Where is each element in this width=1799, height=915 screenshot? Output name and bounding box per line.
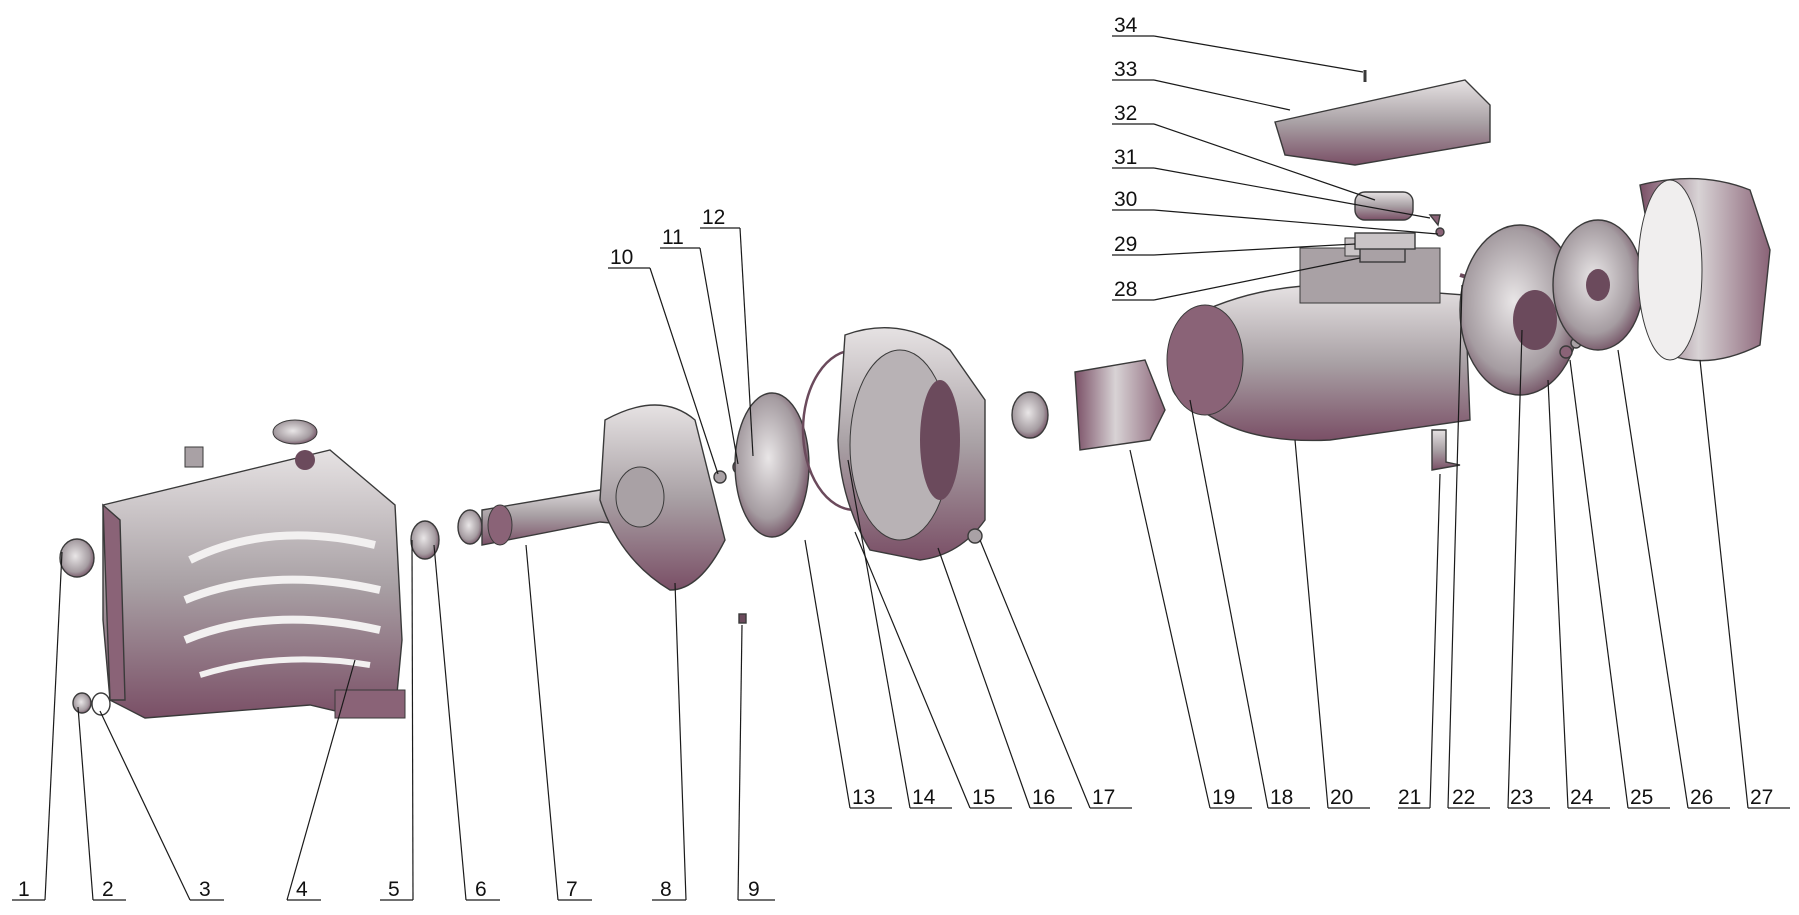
callout-26: 26 — [1617, 349, 1730, 809]
callout-31: 31 — [1112, 146, 1431, 219]
part-19-rotor — [1074, 359, 1166, 451]
part-number-label: 4 — [296, 878, 308, 901]
part-number-label: 32 — [1114, 102, 1137, 125]
part-number-label: 23 — [1510, 786, 1533, 809]
part-17-bolt — [967, 528, 983, 544]
part-number-label: 20 — [1330, 786, 1353, 809]
callout-20: 20 — [1294, 439, 1370, 809]
callout-30: 30 — [1112, 188, 1439, 235]
part-8-diffuser — [599, 404, 726, 591]
callout-4: 4 — [286, 659, 356, 901]
callout-24: 24 — [1547, 379, 1610, 809]
part-number-label: 16 — [1032, 786, 1055, 809]
part-number-label: 27 — [1750, 786, 1773, 809]
part-9-key — [738, 613, 747, 624]
part-number-label: 10 — [610, 246, 633, 269]
callout-15: 15 — [854, 531, 1012, 809]
callout-27: 27 — [1699, 359, 1790, 809]
callout-14: 14 — [847, 459, 952, 809]
part-number-label: 5 — [388, 878, 400, 901]
callout-21: 21 — [1398, 473, 1441, 809]
part-number-label: 1 — [18, 878, 30, 901]
part-3-o-ring — [91, 692, 111, 716]
part-number-label: 11 — [662, 226, 684, 249]
callout-25: 25 — [1569, 359, 1670, 809]
part-number-label: 33 — [1114, 58, 1137, 81]
callout-16: 16 — [937, 547, 1072, 809]
callout-23: 23 — [1507, 329, 1550, 809]
part-number-label: 13 — [852, 786, 875, 809]
callouts: 1 2 3 4 5 6 — [12, 14, 1790, 901]
part-32-capacitor — [1354, 191, 1414, 221]
part-number-label: 8 — [660, 878, 672, 901]
part-6-mechanical-seal — [457, 509, 483, 545]
callout-11: 11 — [660, 226, 739, 465]
callout-22: 22 — [1447, 284, 1490, 809]
part-number-label: 34 — [1114, 14, 1138, 37]
part-number-label: 14 — [912, 786, 936, 809]
callout-28: 28 — [1112, 257, 1361, 301]
part-30-screw — [1435, 227, 1445, 237]
part-number-label: 9 — [748, 878, 760, 901]
part-19-bearing — [1011, 391, 1049, 439]
part-number-label: 24 — [1570, 786, 1594, 809]
callout-3: 3 — [99, 710, 224, 901]
callout-9: 9 — [737, 624, 775, 901]
part-16-bracket — [837, 327, 986, 561]
callout-13: 13 — [804, 539, 892, 809]
part-20-motor-housing — [1166, 237, 1471, 442]
callout-17: 17 — [979, 539, 1132, 809]
part-27-fan-cover — [1637, 177, 1771, 362]
callout-18: 18 — [1189, 399, 1310, 809]
part-4-pump-body — [102, 419, 406, 719]
part-2-drain-plug — [72, 692, 92, 714]
part-number-label: 26 — [1690, 786, 1713, 809]
part-21-foot-bolt — [1431, 429, 1461, 471]
callout-29: 29 — [1112, 233, 1356, 256]
parts-group — [59, 70, 1771, 719]
callout-1: 1 — [12, 551, 63, 901]
part-7-venturi-tube — [481, 484, 633, 546]
callout-33: 33 — [1112, 58, 1291, 111]
part-number-label: 3 — [199, 878, 211, 901]
part-29-terminal-box-base — [1354, 232, 1416, 250]
callout-19: 19 — [1129, 449, 1252, 809]
part-number-label: 6 — [475, 878, 487, 901]
part-number-label: 28 — [1114, 278, 1137, 301]
part-number-label: 21 — [1398, 786, 1421, 809]
callout-6: 6 — [433, 544, 500, 901]
callout-12: 12 — [700, 206, 754, 457]
part-13-impeller — [734, 392, 810, 538]
part-28-terminal-board — [1359, 247, 1406, 263]
part-number-label: 17 — [1092, 786, 1115, 809]
part-10-nut — [713, 470, 727, 484]
part-number-label: 30 — [1114, 188, 1137, 211]
callout-32: 32 — [1112, 102, 1376, 201]
callout-8: 8 — [652, 582, 687, 901]
part-number-label: 12 — [702, 206, 725, 229]
part-number-label: 29 — [1114, 233, 1137, 256]
part-26-fan — [1552, 219, 1644, 351]
part-number-label: 19 — [1212, 786, 1235, 809]
part-31-capacitor-clip — [1428, 214, 1441, 227]
part-33-terminal-box-cover — [1274, 79, 1491, 166]
callout-10: 10 — [608, 246, 719, 475]
part-number-label: 22 — [1452, 786, 1475, 809]
part-1-plug — [59, 538, 95, 578]
part-5-seal-ring — [410, 520, 440, 560]
callout-2: 2 — [77, 706, 126, 901]
callout-5: 5 — [380, 539, 414, 901]
part-number-label: 25 — [1630, 786, 1653, 809]
part-number-label: 7 — [566, 878, 578, 901]
callout-7: 7 — [525, 544, 592, 901]
part-number-label: 2 — [102, 878, 114, 901]
part-24-screw — [1559, 345, 1573, 359]
part-number-label: 18 — [1270, 786, 1293, 809]
part-number-label: 15 — [972, 786, 995, 809]
part-number-label: 31 — [1114, 146, 1137, 169]
callout-34: 34 — [1112, 14, 1364, 73]
